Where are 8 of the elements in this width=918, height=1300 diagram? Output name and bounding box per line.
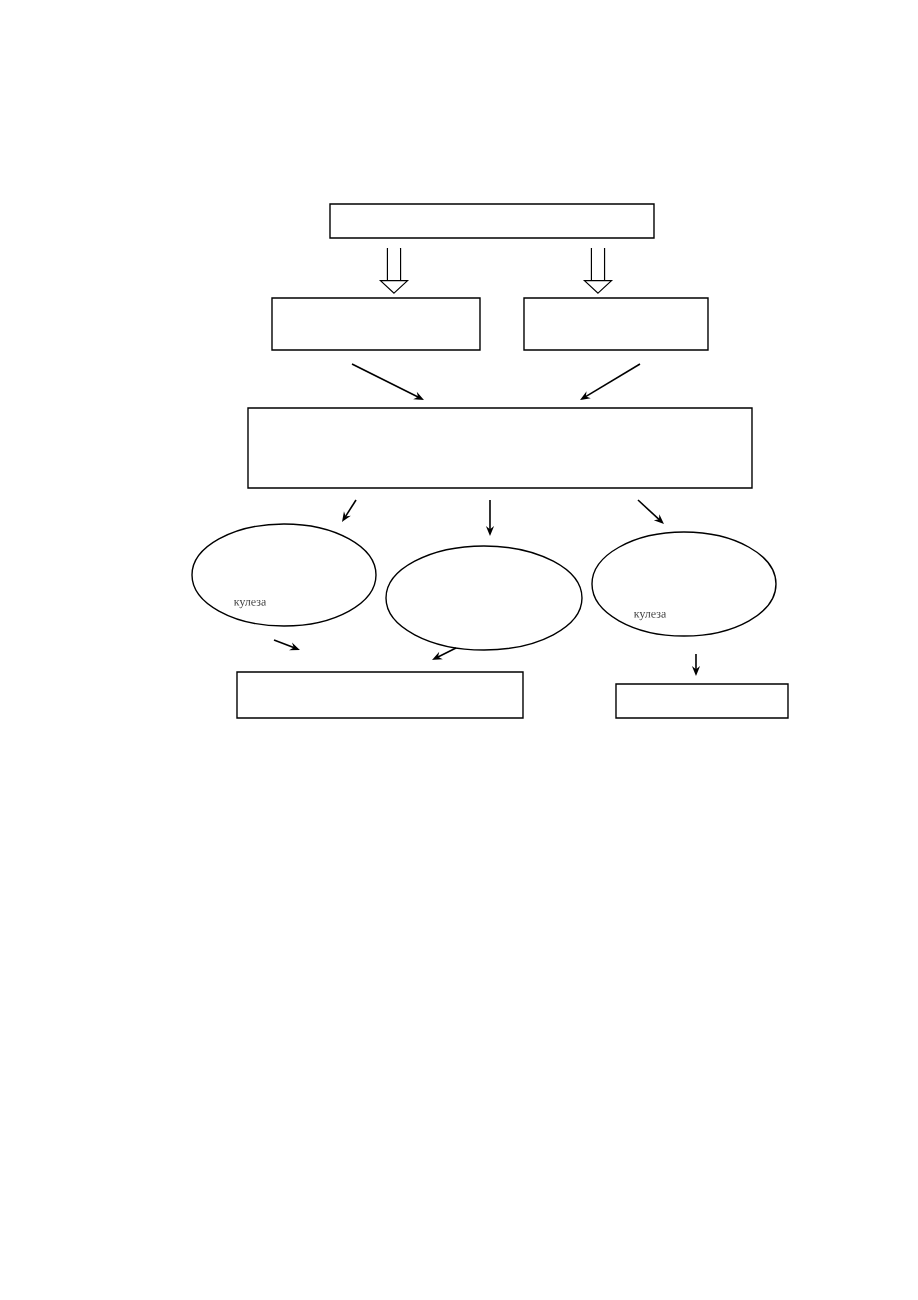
box [247, 407, 753, 489]
arrow [637, 499, 664, 524]
ellipse [385, 545, 583, 651]
box [236, 671, 524, 719]
box [329, 203, 655, 239]
box [271, 297, 481, 351]
box [523, 297, 709, 351]
box [615, 683, 789, 719]
